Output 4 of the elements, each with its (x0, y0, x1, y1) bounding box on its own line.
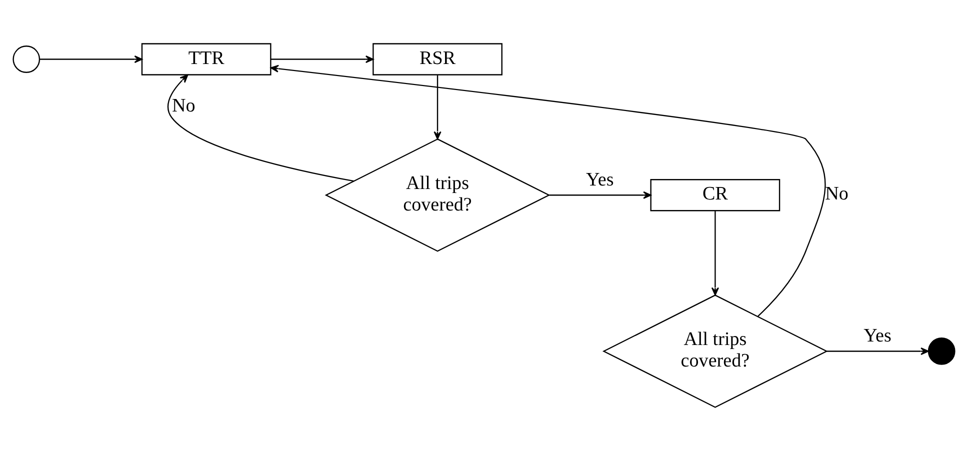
edge-label: No (172, 95, 196, 116)
edge-label: Yes (864, 325, 892, 346)
edge-label: No (825, 184, 848, 205)
edge-label: Yes (586, 169, 614, 190)
